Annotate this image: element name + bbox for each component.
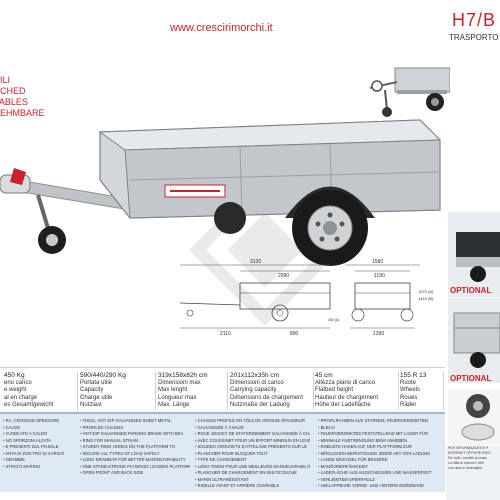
- optional-label: OPTIONAL: [450, 374, 492, 383]
- brand-url[interactable]: www.crescirimorchi.it: [170, 22, 273, 34]
- spec-flatbed-height: 45 cm Altezza piano di carico Flatbed he…: [315, 372, 399, 410]
- trailer-hero-image: [0, 119, 442, 266]
- specs-row: 450 Kg eno carico e weight al en charge …: [0, 367, 445, 412]
- trailer-top-image: [369, 67, 450, 117]
- dim-track-width: 1390: [373, 331, 384, 337]
- dim-loading-height: 450 (A): [328, 318, 339, 322]
- dim-axle-offset: 890: [290, 331, 299, 337]
- spec-wheels: 155 R 13 Ruote Wheels Roues Räder: [400, 372, 444, 410]
- features-section: RA, CROSSOD SPESSORE CALDO O ZINCATO A C…: [0, 412, 445, 492]
- dim-total-length: 3130: [250, 259, 261, 265]
- dim-box-length: 2090: [278, 273, 289, 279]
- spec-load-dimensions: 201x112x35h cm Dimensioni di carico Carr…: [230, 372, 314, 410]
- features-german: PROFILRAHMEN AUS STARKEM, FEUERVERZINKTE…: [318, 418, 443, 490]
- features-english: THICK, HOT DIP GALVANISED SHEET METAL PR…: [80, 418, 190, 477]
- spec-gross-weight: 450 Kg eno carico e weight al en charge …: [4, 372, 78, 410]
- model-title: H7/B A: [452, 10, 500, 30]
- optional-extension-image: [448, 298, 500, 383]
- dim-total-width: 1580: [372, 259, 383, 265]
- dimension-diagram: 3130 2090 2110 890 1580 1180 1390 1070 (…: [179, 259, 434, 337]
- optional-cover-image: [448, 212, 500, 297]
- optional-label: OPTIONAL: [450, 286, 492, 295]
- spec-max-dimensions: 319x158x82h cm Dimensioni max Max lenght…: [158, 372, 228, 410]
- left-label: ACHED: [0, 86, 26, 96]
- optional-wheel-image: [448, 390, 500, 445]
- dim-height-a: 1070 (A): [418, 289, 434, 294]
- dim-box-width: 1180: [374, 273, 385, 279]
- model-subtitle: TRASPORTO CO: [449, 33, 500, 42]
- left-label: BILI: [0, 75, 11, 85]
- dim-ground-length: 2110: [220, 331, 231, 337]
- info-box: PER INFORMAZIONI E P INTERNET OPPURE INV…: [446, 446, 500, 500]
- features-french: CHASSIS PROFILÉ EN TÔLE DE GROSSE ÉPAISS…: [195, 418, 310, 490]
- dim-height-b: 1410 (B): [418, 296, 434, 301]
- left-label: TABLES: [0, 97, 28, 107]
- spec-capacity: 590/440/290 Kg Portata utile Capacity Ch…: [80, 372, 156, 410]
- features-italian: RA, CROSSOD SPESSORE CALDO O ZINCATO A C…: [3, 418, 73, 470]
